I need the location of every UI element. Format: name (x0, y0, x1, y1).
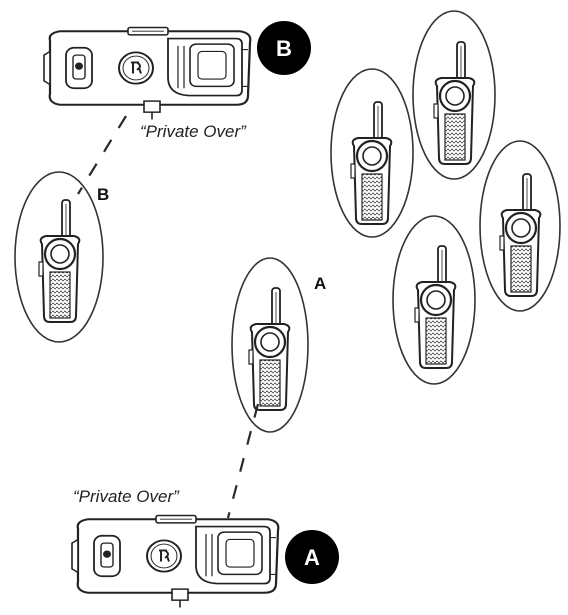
handset-label-a: A (314, 274, 326, 293)
link-line-b (77, 115, 127, 195)
handset-other-2-ellipse (412, 10, 496, 180)
link-line-a (226, 403, 260, 519)
badge-b-circle (257, 21, 311, 75)
handset-other-3-ellipse (479, 140, 561, 312)
walkie-talkie-icon (247, 286, 291, 412)
handset-other-1-ellipse (330, 68, 414, 238)
handset-b-ellipse (14, 171, 104, 343)
walkie-talkie-icon (37, 198, 81, 324)
handset-b (14, 171, 104, 343)
badge-a-text: A (304, 545, 320, 570)
badge-a-circle (285, 530, 339, 584)
handset-other-4 (392, 215, 476, 385)
handset-label-b: B (97, 185, 109, 204)
other-handsets-group (330, 10, 561, 385)
walkie-talkie-icon (432, 40, 476, 166)
walkie-talkie-icon (498, 172, 542, 298)
badge-b: B (257, 21, 311, 75)
handset-other-1 (330, 68, 414, 238)
handset-other-3 (479, 140, 561, 312)
private-over-label-top: “Private Over” (140, 122, 247, 141)
private-over-label-bottom: “Private Over” (73, 487, 180, 506)
badge-a: A (285, 530, 339, 584)
base-unit-b (42, 26, 252, 121)
handset-a-ellipse (231, 257, 309, 433)
handset-other-2 (412, 10, 496, 180)
handset-other-4-ellipse (392, 215, 476, 385)
handset-a (231, 257, 309, 433)
base-unit-a (70, 514, 280, 609)
badge-b-text: B (276, 36, 292, 61)
walkie-talkie-icon (413, 244, 457, 370)
walkie-talkie-icon (349, 100, 393, 226)
